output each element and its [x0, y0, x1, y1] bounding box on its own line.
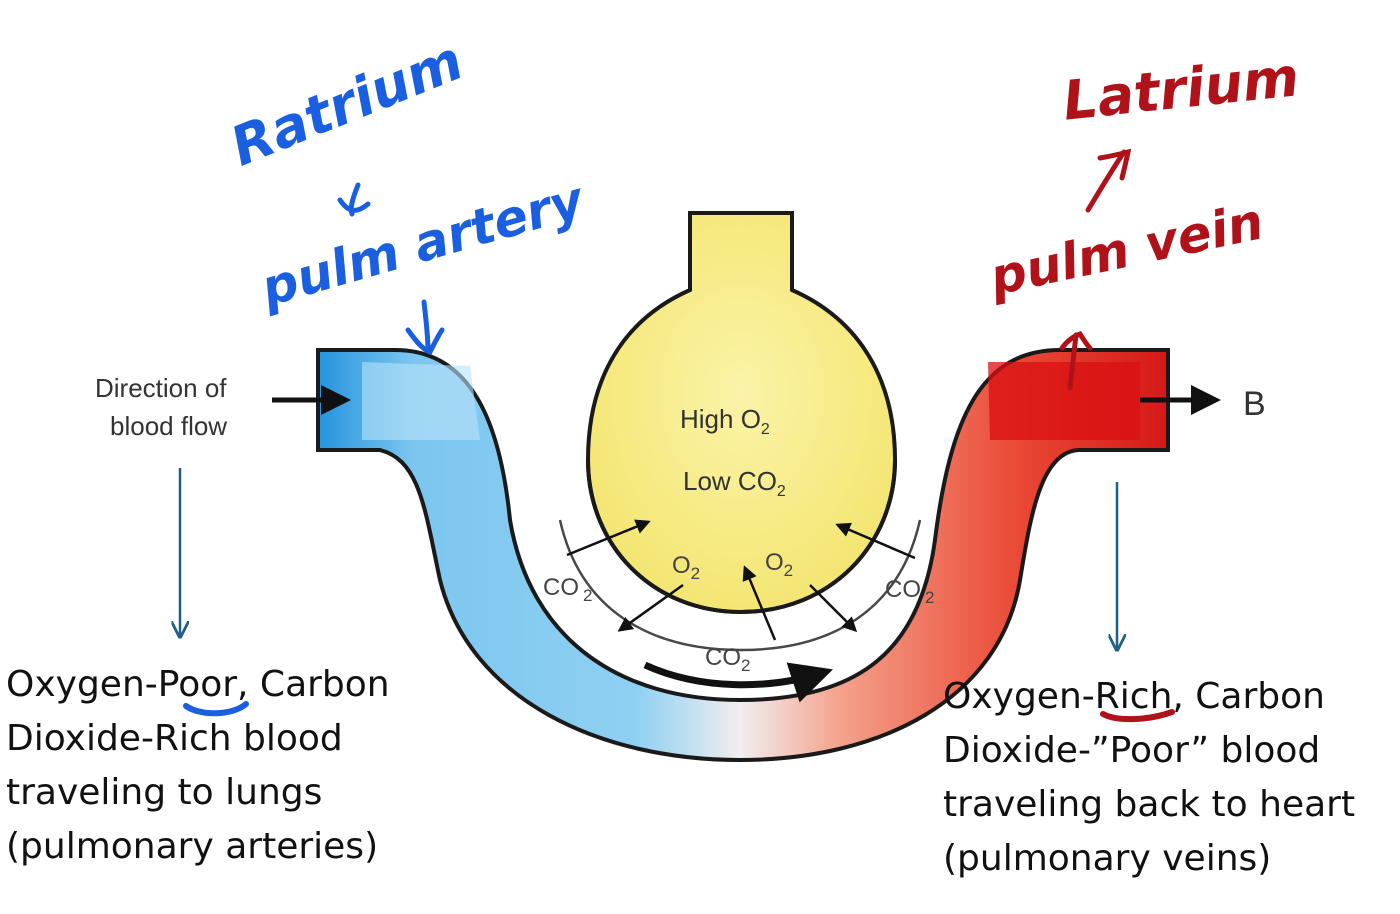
co2-arrow-right — [835, 522, 916, 560]
direction-label-line1: Direction of — [95, 373, 227, 403]
bottom-flow-arrow — [643, 661, 833, 703]
hand-arrow-pulm-vein — [1059, 331, 1093, 391]
co2-arrow-center — [742, 565, 777, 641]
right-note-line3: traveling back to heart — [943, 784, 1356, 825]
oxygenated-blood-region — [988, 362, 1140, 440]
hand-arrow-pulm-artery — [405, 299, 445, 356]
right-note-line1: Oxygen-Rich, Carbon — [943, 676, 1325, 717]
label-o2-right: O2 — [765, 549, 793, 580]
exit-label-b: B — [1243, 385, 1266, 423]
co2-arrow-left — [566, 519, 651, 557]
right-note-line4: (pulmonary veins) — [943, 838, 1272, 879]
rich-word: Rich — [1094, 676, 1173, 717]
o2-arrow-left — [617, 583, 684, 632]
left-note-line1: Oxygen-Poor, Carbon — [6, 664, 390, 705]
rich-underline — [1100, 709, 1175, 723]
left-note: Oxygen-Poor, Carbon Dioxide-Rich blood t… — [6, 658, 390, 874]
alveolus-high-o2: High O2 — [680, 404, 770, 438]
poor-underline — [183, 701, 249, 717]
label-co2-bottom: CO2 — [705, 644, 750, 675]
label-o2-left: O2 — [672, 552, 700, 583]
left-note-line2: Dioxide-Rich blood — [6, 718, 343, 759]
right-note: Oxygen-Rich, Carbon Dioxide-”Poor” blood… — [943, 670, 1355, 886]
left-note-line4: (pulmonary arteries) — [6, 826, 379, 867]
direction-label-line2: blood flow — [110, 411, 227, 441]
hand-arrow-ratrium — [337, 182, 371, 217]
hand-arrow-latrium — [1085, 148, 1132, 213]
o2-arrow-right — [809, 584, 858, 633]
deoxygenated-blood-region — [362, 362, 480, 440]
left-note-line3: traveling to lungs — [6, 772, 323, 813]
poor-word: Poor — [157, 664, 238, 705]
blood-vessel — [316, 348, 1170, 763]
right-note-line2: Dioxide-”Poor” blood — [943, 730, 1321, 771]
alveolus-low-co2: Low CO2 — [683, 466, 786, 500]
